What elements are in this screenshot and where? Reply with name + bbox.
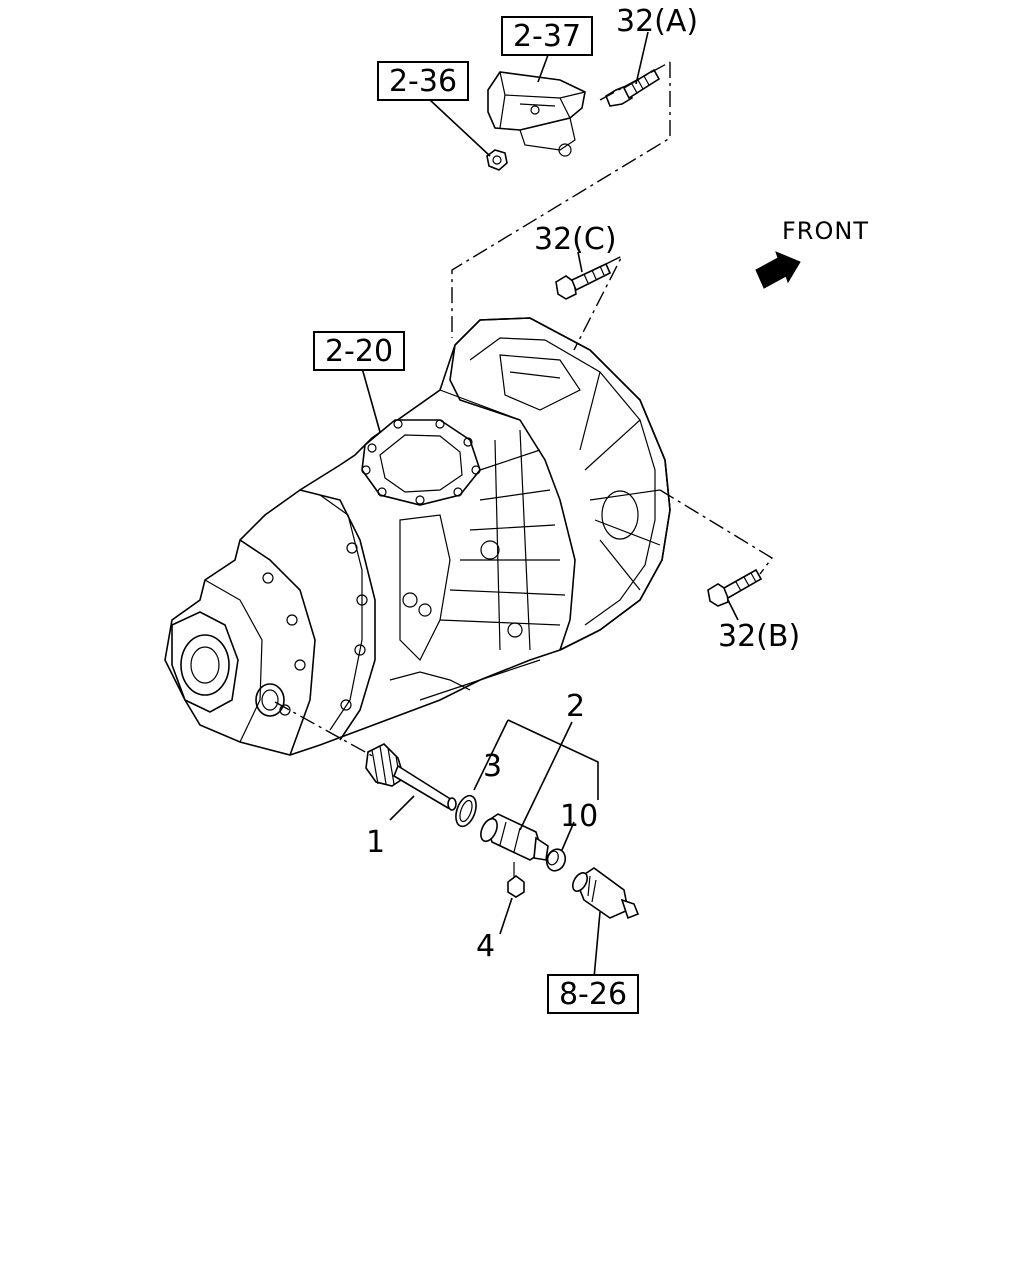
leader-lines (274, 31, 774, 979)
small-bolt (507, 862, 525, 898)
callout-10: 10 (560, 799, 598, 834)
bolt-a (605, 68, 661, 107)
nut (486, 149, 508, 171)
gear-sleeve (480, 813, 549, 861)
callout-2: 2 (566, 689, 585, 724)
ref-2-20-label: 2-20 (325, 334, 393, 369)
callout-32c: 32(C) (534, 222, 617, 257)
o-ring (455, 794, 477, 828)
front-label: FRONT (782, 217, 869, 245)
ref-2-36-label: 2-36 (389, 64, 457, 99)
speed-sensor (571, 867, 640, 920)
ref-box-2-20: 2-20 (313, 331, 405, 371)
callout-32a: 32(A) (616, 4, 698, 39)
callout-3: 3 (483, 749, 502, 784)
ref-box-8-26: 8-26 (547, 974, 639, 1014)
ref-2-37-label: 2-37 (513, 19, 581, 54)
bolt-b (707, 568, 763, 607)
callout-4: 4 (476, 929, 495, 964)
ref-8-26-label: 8-26 (559, 977, 627, 1012)
callout-32b: 32(B) (718, 619, 800, 654)
transmission-housing (164, 317, 671, 756)
bolt-c (555, 262, 612, 300)
ref-box-2-37: 2-37 (501, 16, 593, 56)
ref-box-2-36: 2-36 (377, 61, 469, 101)
mounting-bracket (487, 71, 586, 157)
bushing (545, 848, 567, 872)
driven-gear (365, 743, 457, 811)
front-arrow-icon (755, 251, 801, 289)
callout-1: 1 (366, 825, 385, 860)
